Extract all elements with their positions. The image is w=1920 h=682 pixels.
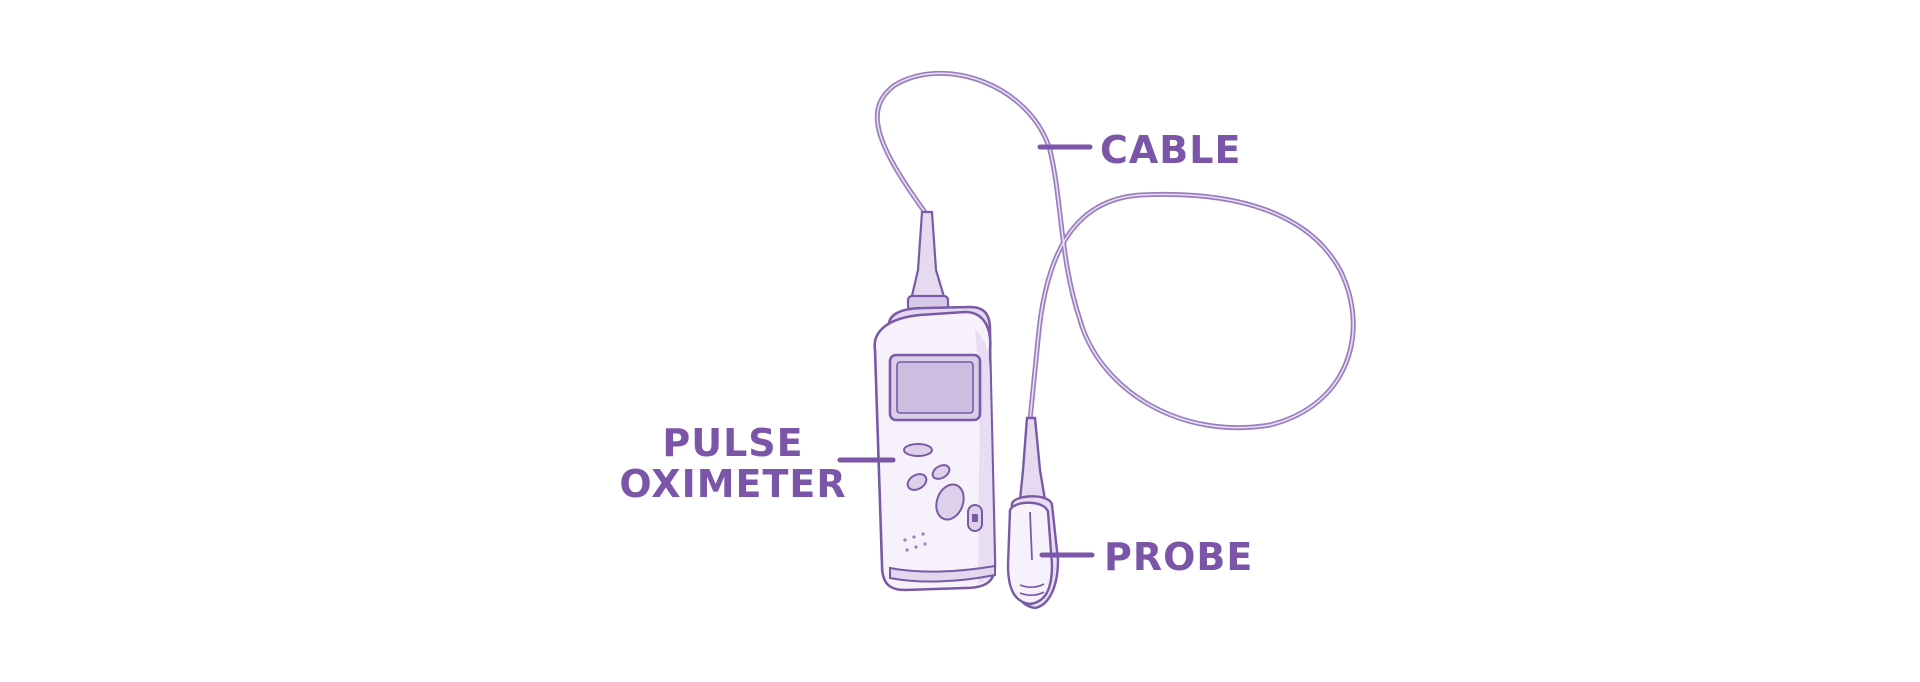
probe-connector [1018,416,1047,502]
probe-icon [1006,416,1060,610]
device-button-large [935,483,965,521]
cable-label: CABLE [1100,128,1241,172]
device-speaker-dots [903,532,927,552]
leader-lines [837,144,1095,558]
probe-seam [1029,511,1033,561]
pulse-oximeter-device-icon [873,305,997,592]
cable-highlight [876,72,1354,429]
oximeter-label: OXIMETER [619,462,846,506]
device-button-top [903,443,933,457]
pulse-label: PULSE [662,421,803,465]
cable [874,70,1356,431]
device-bottom-band [889,564,996,583]
probe-label: PROBE [1104,535,1253,579]
device-button-right [931,464,951,480]
device-button-left [906,473,928,491]
device-connector [906,210,950,312]
device-screen [896,361,974,414]
probe-clip-front [1006,501,1054,606]
